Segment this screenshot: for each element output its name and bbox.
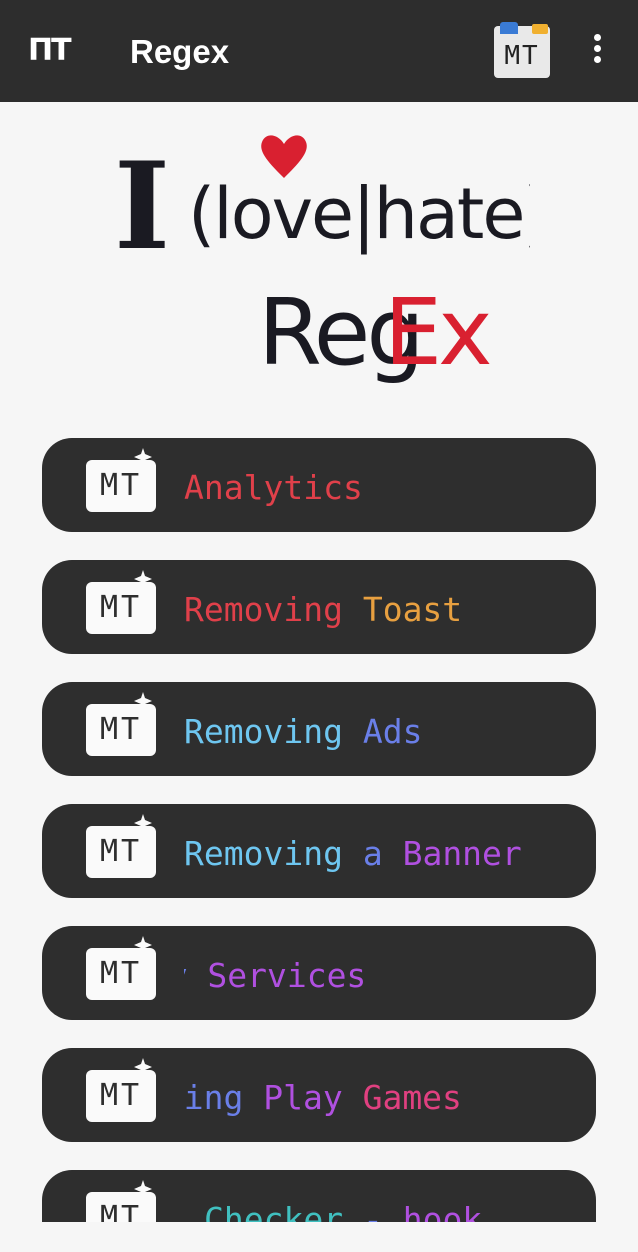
label-word — [383, 1200, 403, 1222]
label-word: hook — [402, 1200, 483, 1222]
label-word: Play — [263, 1078, 343, 1117]
mt-logo-icon: MT — [86, 1180, 156, 1222]
spark-icon — [134, 1180, 152, 1198]
label-word: Play — [184, 956, 187, 995]
spark-icon — [134, 1058, 152, 1076]
mt-logo-icon: MT — [86, 1058, 156, 1122]
regex-item-button[interactable]: MT Analytics — [42, 438, 596, 532]
label-word: lling — [184, 1078, 244, 1117]
label-word: Analytics — [184, 468, 363, 507]
regex-item-label: Analytics — [184, 466, 584, 510]
regex-item-button[interactable]: MT Removing a Banner — [42, 804, 596, 898]
banner-letter-i: I — [114, 136, 170, 277]
banner-reg: Reg — [258, 279, 421, 386]
mt-logo-icon: MT — [86, 448, 156, 512]
label-word: a — [362, 834, 383, 873]
label-word — [243, 1078, 263, 1117]
mt-icon-label: MT — [504, 41, 540, 71]
regex-item-button[interactable]: MT Play Services — [42, 926, 596, 1020]
label-word — [343, 590, 363, 629]
spark-icon — [134, 570, 152, 588]
spark-icon — [134, 448, 152, 466]
mt-logo-text: MT — [99, 1078, 143, 1113]
mt-logo-icon: MT — [86, 814, 156, 878]
banner-ex: Ex — [384, 279, 490, 386]
label-word — [343, 712, 363, 751]
mt-logo-text: MT — [99, 712, 143, 747]
label-word: Checker — [204, 1200, 344, 1222]
regex-item-label: Removing a Banner — [184, 832, 584, 876]
label-word — [343, 1200, 363, 1222]
label-word — [187, 956, 207, 995]
mt-logo-text: MT — [99, 1200, 143, 1222]
regex-item-label: Removing Toast — [184, 588, 584, 632]
label-word: Removing — [184, 712, 343, 751]
folder-tab-icon — [532, 24, 548, 34]
mt-logo-icon: MT — [86, 570, 156, 634]
label-word: Removing — [184, 590, 343, 629]
regex-item-label: Checker - hook — [184, 1198, 584, 1222]
banner-image: I (love|hate) Reg Ex — [114, 135, 530, 386]
app-bar: ΠT Regex MT — [0, 0, 638, 102]
label-word — [343, 1078, 363, 1117]
app-title: Regex — [130, 33, 230, 70]
regex-item-button[interactable]: MT Checker - hook — [42, 1170, 596, 1222]
banner-love-hate: (love|hate) — [188, 173, 530, 255]
mt-logo-text: MT — [99, 468, 143, 503]
overflow-menu-icon[interactable] — [586, 34, 608, 70]
regex-item-button[interactable]: MT Removing Toast — [42, 560, 596, 654]
mt-manager-icon[interactable]: MT — [494, 22, 550, 78]
regex-item-label: Play Services — [184, 954, 584, 998]
regex-item-button[interactable]: MT lling Play Games — [42, 1048, 596, 1142]
label-word: Games — [362, 1078, 462, 1117]
app-logo-icon[interactable]: ΠT — [28, 33, 72, 68]
android-flag-icon — [500, 22, 518, 34]
spark-icon — [134, 936, 152, 954]
regex-item-button[interactable]: MT Removing Ads — [42, 682, 596, 776]
label-word: - — [362, 1200, 383, 1222]
label-word: Ads — [362, 712, 423, 751]
label-word: Banner — [402, 834, 522, 873]
heart-icon — [261, 135, 307, 178]
mt-logo-text: MT — [99, 834, 143, 869]
label-word: Services — [207, 956, 367, 995]
label-word — [383, 834, 403, 873]
mt-logo-text: MT — [99, 956, 143, 991]
mt-logo-icon: MT — [86, 692, 156, 756]
label-word — [343, 834, 363, 873]
label-word: Removing — [184, 834, 343, 873]
regex-item-label: lling Play Games — [184, 1076, 584, 1120]
regex-item-label: Removing Ads — [184, 710, 584, 754]
spark-icon — [134, 692, 152, 710]
mt-logo-text: MT — [99, 590, 143, 625]
mt-logo-icon: MT — [86, 936, 156, 1000]
label-word: Toast — [362, 590, 463, 629]
spark-icon — [134, 814, 152, 832]
